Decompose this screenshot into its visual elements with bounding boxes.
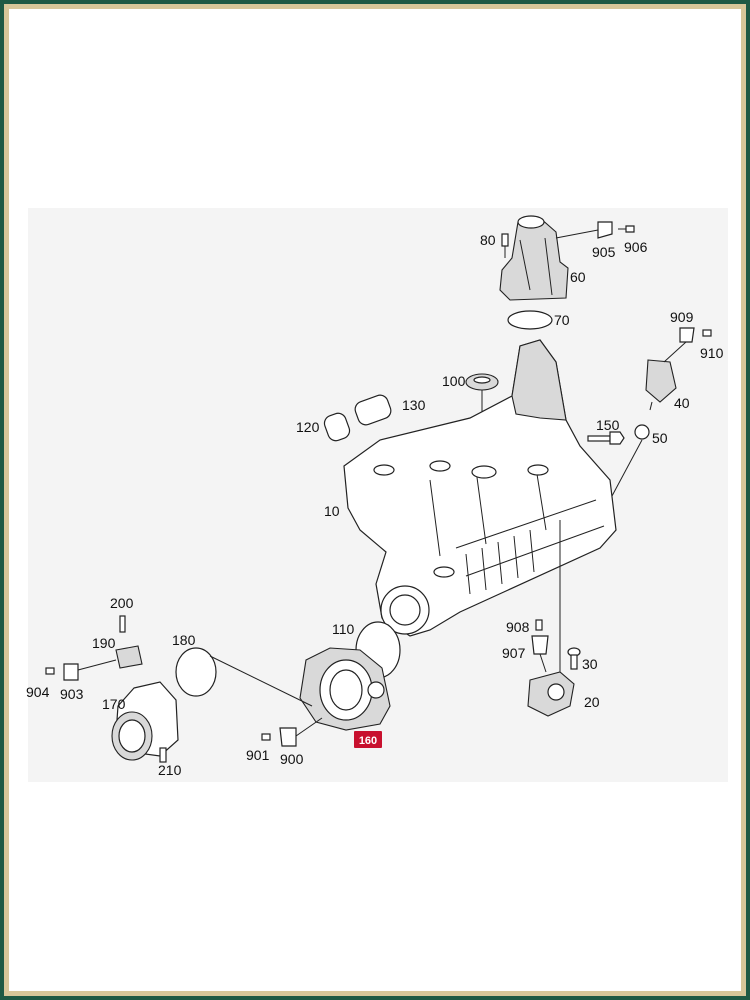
callout-210[interactable]: 210 <box>158 762 182 778</box>
part-30-screw[interactable] <box>567 647 581 670</box>
part-70-o-ring[interactable] <box>507 310 553 330</box>
part-120-gasket[interactable] <box>322 411 352 443</box>
callout-910[interactable]: 910 <box>700 345 724 361</box>
callout-900[interactable]: 900 <box>280 751 304 767</box>
callout-907[interactable]: 907 <box>502 645 526 661</box>
callout-130[interactable]: 130 <box>402 397 426 413</box>
callout-908[interactable]: 908 <box>506 619 530 635</box>
part-150-bolt[interactable] <box>587 431 625 445</box>
callout-100[interactable]: 100 <box>442 373 466 389</box>
part-210-screw[interactable] <box>159 747 167 763</box>
callout-80[interactable]: 80 <box>480 232 496 248</box>
callout-60[interactable]: 60 <box>570 269 586 285</box>
callout-30[interactable]: 30 <box>582 656 598 672</box>
part-909-connector[interactable] <box>663 327 695 363</box>
callout-150[interactable]: 150 <box>596 417 620 433</box>
part-903-connector[interactable] <box>63 659 117 681</box>
part-905-sensor[interactable] <box>555 221 613 239</box>
part-130-gasket[interactable] <box>353 393 393 427</box>
part-40-sensor[interactable] <box>645 359 677 411</box>
part-60-cover[interactable] <box>499 215 569 301</box>
part-900-connector[interactable] <box>279 717 323 747</box>
callout-180[interactable]: 180 <box>172 632 196 648</box>
callout-901[interactable]: 901 <box>246 747 270 763</box>
callout-40[interactable]: 40 <box>674 395 690 411</box>
part-910-pin[interactable] <box>702 329 712 337</box>
part-904-pin[interactable] <box>45 667 55 675</box>
part-200-screw[interactable] <box>119 615 126 633</box>
part-50-seal[interactable] <box>634 424 650 440</box>
callout-120[interactable]: 120 <box>296 419 320 435</box>
callout-906[interactable]: 906 <box>624 239 648 255</box>
callout-50[interactable]: 50 <box>652 430 668 446</box>
part-170-actuator[interactable] <box>111 681 179 761</box>
callout-903[interactable]: 903 <box>60 686 84 702</box>
callout-160: 160 <box>359 735 377 747</box>
callout-160-highlight[interactable]: 160 <box>354 731 382 748</box>
part-901-pin[interactable] <box>261 733 271 741</box>
part-190-sensor[interactable] <box>115 645 143 669</box>
part-20-sensor[interactable] <box>527 520 575 717</box>
callout-905[interactable]: 905 <box>592 244 616 260</box>
part-10-intake-manifold[interactable] <box>343 339 617 637</box>
part-908-pin[interactable] <box>535 619 543 631</box>
callout-110[interactable]: 110 <box>332 621 355 637</box>
part-907-connector[interactable] <box>531 635 549 673</box>
part-906-pin[interactable] <box>618 225 635 233</box>
callout-904[interactable]: 904 <box>26 684 50 700</box>
callout-70[interactable]: 70 <box>554 312 570 328</box>
callout-20[interactable]: 20 <box>584 694 600 710</box>
part-180-gasket[interactable] <box>175 647 313 707</box>
callout-10[interactable]: 10 <box>324 503 340 519</box>
callout-190[interactable]: 190 <box>92 635 116 651</box>
callout-909[interactable]: 909 <box>670 309 694 325</box>
part-160-throttle-body[interactable] <box>299 647 391 731</box>
callout-170[interactable]: 170 <box>102 696 126 712</box>
callout-200[interactable]: 200 <box>110 595 134 611</box>
part-80-screw[interactable] <box>501 233 509 258</box>
